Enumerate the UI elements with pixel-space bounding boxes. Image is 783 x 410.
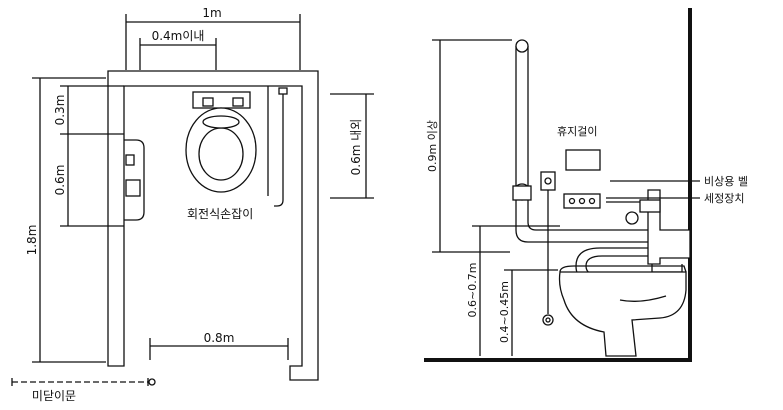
dim-width-total: 1m [202, 6, 221, 20]
l-grab-bar [515, 46, 650, 243]
dim-over-09: 0.9m 이상 [426, 120, 439, 172]
flush-device [563, 193, 601, 209]
toilet-room-walls [107, 70, 319, 381]
label-flush-device: 세정장치 [704, 192, 744, 205]
side-elevation: 0.9m 이상 0.6~0.7m 0.4~0.45m [424, 8, 700, 362]
emergency-bell [540, 171, 556, 191]
label-paper-holder: 휴지걸이 [557, 125, 597, 138]
floor-plan: 1m 0.4m이내 0.3m 0.6m 1.8m [11, 6, 374, 386]
label-door-caption: 미닫이문 [32, 389, 76, 403]
dim-06-right: 0.6m 내외 [349, 119, 363, 176]
paper-holder [565, 149, 601, 171]
dim-grab-offset: 0.4m이내 [152, 29, 205, 43]
dim-seat-height: 0.4~0.45m [498, 281, 511, 343]
dim-door-width: 0.8m [204, 331, 235, 345]
dim-06-left: 0.6m [53, 165, 67, 196]
dim-03: 0.3m [53, 95, 67, 126]
dim-depth-total: 1.8m [25, 225, 39, 256]
toilet-bowl-side [558, 271, 687, 357]
label-emergency-bell: 비상용 벨 [704, 175, 748, 188]
left-grab-bar [124, 139, 145, 221]
label-rotating-handle: 회전식손잡이 [187, 207, 253, 221]
dim-rail-height: 0.6~0.7m [466, 263, 479, 318]
